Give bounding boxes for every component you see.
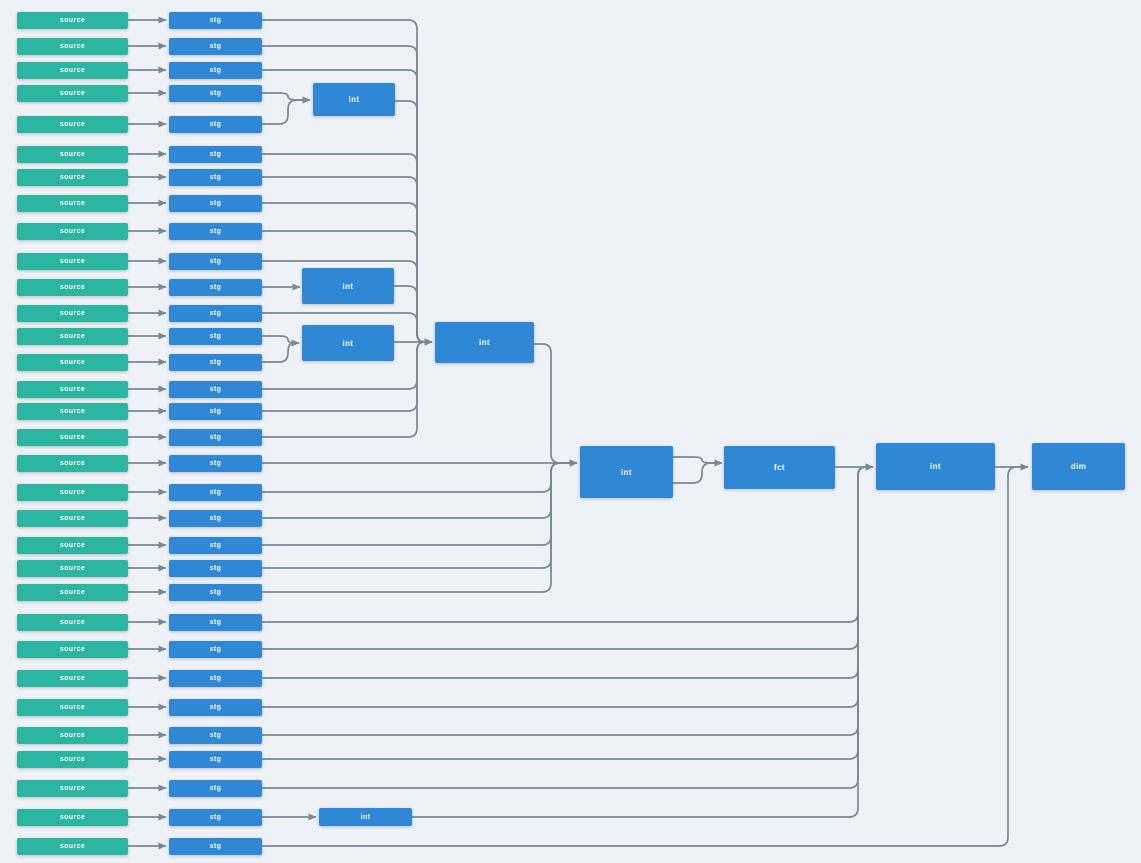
source-node[interactable]: source	[17, 613, 128, 631]
stg-node[interactable]: stg	[169, 640, 262, 658]
stg-node[interactable]: stg	[169, 669, 262, 687]
int-a-node[interactable]: int	[313, 83, 395, 116]
stg-node[interactable]: stg	[169, 779, 262, 797]
stg-node[interactable]: stg	[169, 145, 262, 163]
source-node[interactable]: source	[17, 168, 128, 186]
source-node[interactable]: source	[17, 84, 128, 102]
int-f-node[interactable]: int	[876, 443, 995, 490]
int-b-node[interactable]: int	[302, 268, 394, 304]
source-node[interactable]: source	[17, 327, 128, 345]
fct-node[interactable]: fct	[724, 446, 835, 489]
source-node[interactable]: source	[17, 837, 128, 855]
edge	[673, 459, 723, 484]
stg-node[interactable]: stg	[169, 380, 262, 398]
source-node[interactable]: source	[17, 278, 128, 296]
dim-node[interactable]: dim	[1032, 443, 1125, 490]
edge	[262, 459, 578, 593]
source-node[interactable]: source	[17, 194, 128, 212]
stg-node[interactable]: stg	[169, 304, 262, 322]
source-node[interactable]: source	[17, 222, 128, 240]
stg-node[interactable]: stg	[169, 509, 262, 527]
stg-node[interactable]: stg	[169, 37, 262, 55]
stg-node[interactable]: stg	[169, 84, 262, 102]
stg-node[interactable]: stg	[169, 536, 262, 554]
source-node[interactable]: source	[17, 145, 128, 163]
int-d-node[interactable]: int	[435, 322, 534, 363]
stg-node[interactable]: stg	[169, 750, 262, 768]
source-node[interactable]: source	[17, 779, 128, 797]
source-node[interactable]: source	[17, 808, 128, 826]
source-node[interactable]: source	[17, 428, 128, 446]
stg-node[interactable]: stg	[169, 252, 262, 270]
stg-node[interactable]: stg	[169, 11, 262, 29]
int-g-node[interactable]: int	[319, 808, 412, 826]
edge	[412, 463, 874, 818]
stg-node[interactable]: stg	[169, 808, 262, 826]
source-node[interactable]: source	[17, 583, 128, 601]
source-node[interactable]: source	[17, 698, 128, 716]
source-node[interactable]: source	[17, 252, 128, 270]
stg-node[interactable]: stg	[169, 726, 262, 744]
edge	[534, 343, 578, 467]
stg-node[interactable]: stg	[169, 327, 262, 345]
source-node[interactable]: source	[17, 304, 128, 322]
stg-node[interactable]: stg	[169, 428, 262, 446]
stg-node[interactable]: stg	[169, 837, 262, 855]
stg-node[interactable]: stg	[169, 402, 262, 420]
int-c-node[interactable]: int	[302, 325, 394, 361]
stg-node[interactable]: stg	[169, 613, 262, 631]
source-node[interactable]: source	[17, 380, 128, 398]
source-node[interactable]: source	[17, 37, 128, 55]
stg-node[interactable]: stg	[169, 454, 262, 472]
source-node[interactable]: source	[17, 750, 128, 768]
source-node[interactable]: source	[17, 454, 128, 472]
source-node[interactable]: source	[17, 483, 128, 501]
stg-node[interactable]: stg	[169, 222, 262, 240]
source-node[interactable]: source	[17, 726, 128, 744]
stg-node[interactable]: stg	[169, 61, 262, 79]
stg-node[interactable]: stg	[169, 583, 262, 601]
source-node[interactable]: source	[17, 669, 128, 687]
source-node[interactable]: source	[17, 509, 128, 527]
stg-node[interactable]: stg	[169, 194, 262, 212]
edge	[262, 96, 311, 125]
stg-node[interactable]: stg	[169, 278, 262, 296]
source-node[interactable]: source	[17, 353, 128, 371]
edge	[262, 339, 300, 363]
stg-node[interactable]: stg	[169, 483, 262, 501]
source-node[interactable]: source	[17, 61, 128, 79]
stg-node[interactable]: stg	[169, 168, 262, 186]
source-node[interactable]: source	[17, 402, 128, 420]
stg-node[interactable]: stg	[169, 353, 262, 371]
source-node[interactable]: source	[17, 11, 128, 29]
stg-node[interactable]: stg	[169, 559, 262, 577]
source-node[interactable]: source	[17, 536, 128, 554]
source-node[interactable]: source	[17, 559, 128, 577]
stg-node[interactable]: stg	[169, 698, 262, 716]
stg-node[interactable]: stg	[169, 115, 262, 133]
int-e-node[interactable]: int	[580, 446, 673, 498]
source-node[interactable]: source	[17, 115, 128, 133]
source-node[interactable]: source	[17, 640, 128, 658]
